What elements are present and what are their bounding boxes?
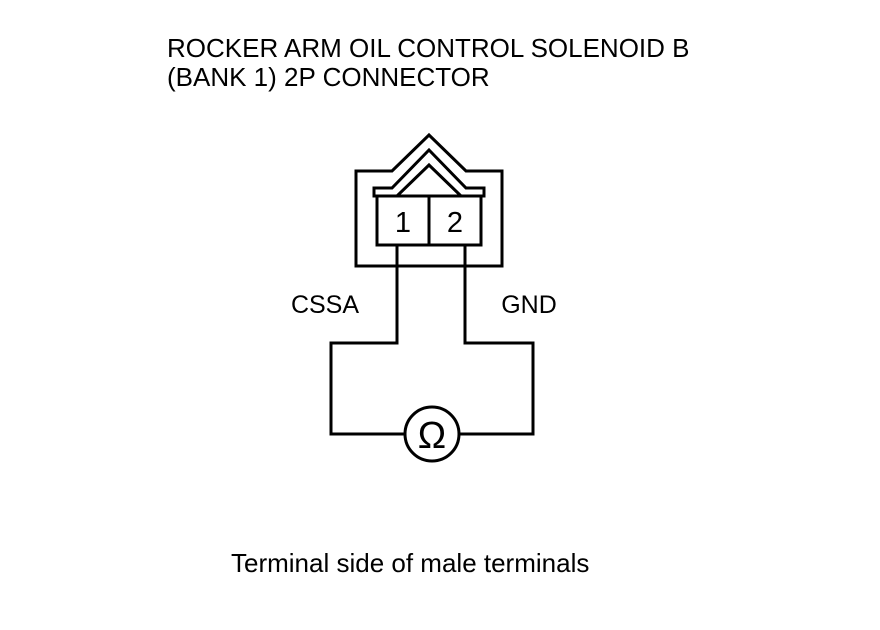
terminal-2-signal-label: GND	[501, 291, 557, 319]
terminal-1-signal-label: CSSA	[291, 291, 359, 319]
ohm-symbol: Ω	[418, 415, 446, 457]
title-line-2: (BANK 1) 2P CONNECTOR	[167, 62, 490, 92]
title-line-1: ROCKER ARM OIL CONTROL SOLENOID B	[167, 33, 690, 63]
terminal-2-number: 2	[447, 207, 463, 239]
connector-lock-tab	[372, 147, 486, 198]
wire-terminal-1	[329, 245, 405, 436]
view-caption: Terminal side of male terminals	[231, 548, 590, 578]
wire-terminal-2	[459, 245, 535, 436]
diagram-title: ROCKER ARM OIL CONTROL SOLENOID B (BANK …	[167, 34, 690, 92]
connector-housing	[354, 132, 504, 268]
ohmmeter-icon	[403, 405, 461, 463]
terminal-1-number: 1	[395, 207, 411, 239]
